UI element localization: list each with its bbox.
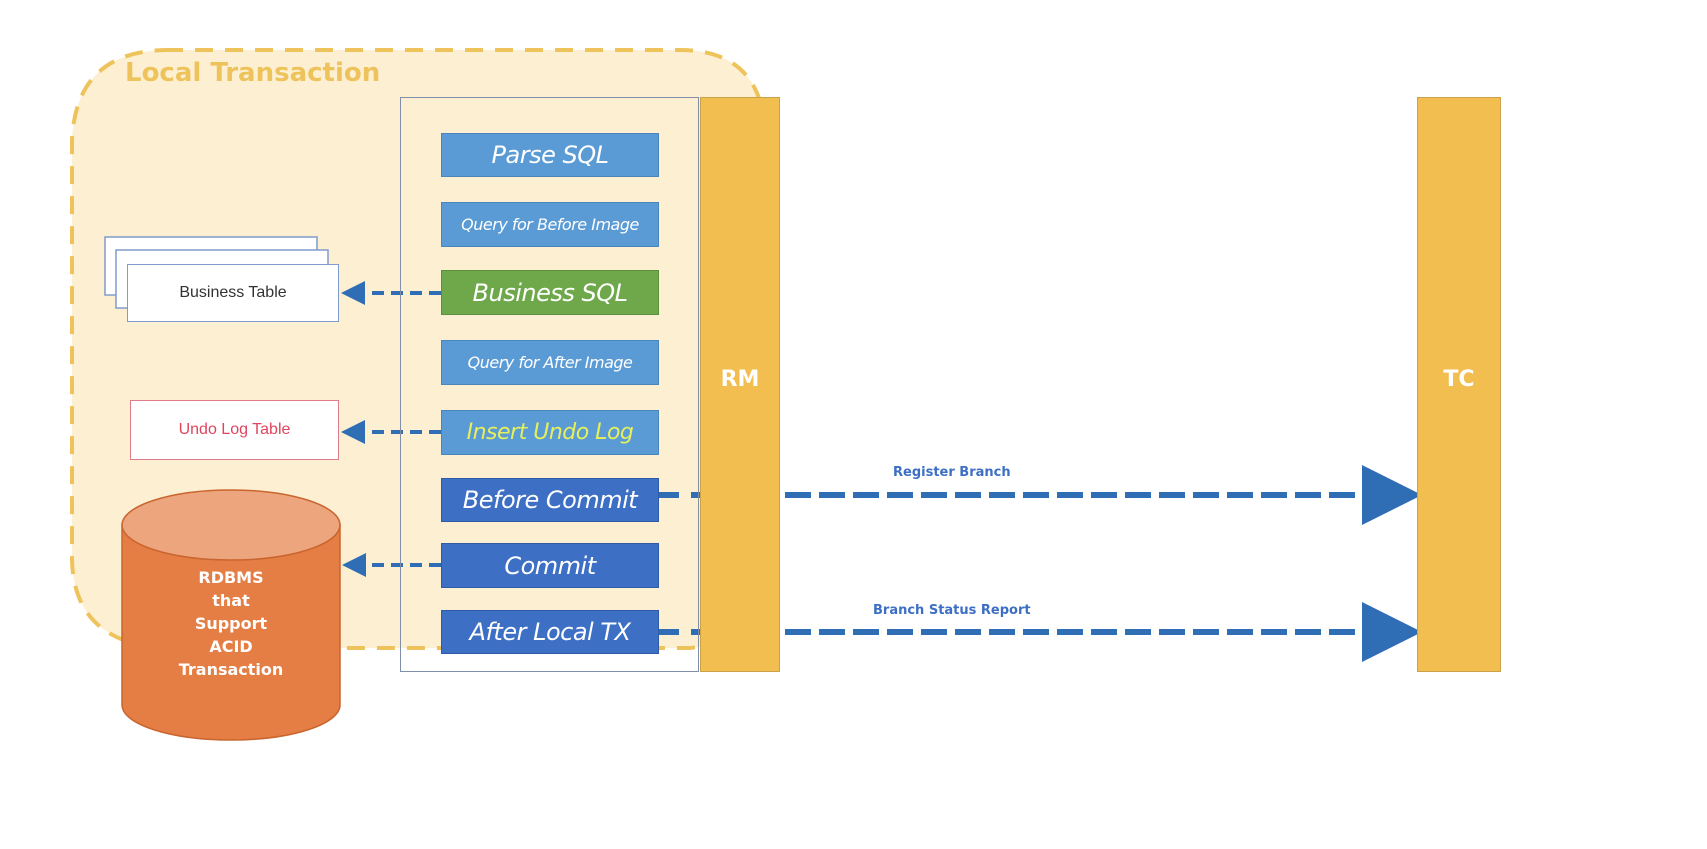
step-business-sql: Business SQL — [441, 270, 659, 315]
step-query-after-image: Query for After Image — [441, 340, 659, 385]
step-commit: Commit — [441, 543, 659, 588]
rm-label: RM — [720, 367, 760, 392]
database-label: RDBMS that Support ACID Transaction — [178, 568, 284, 679]
step-parse-sql: Parse SQL — [441, 133, 659, 177]
step-before-commit: Before Commit — [441, 478, 659, 522]
tc-label: TC — [1443, 367, 1475, 392]
branch-status-report-label: Branch Status Report — [873, 603, 1031, 618]
step-query-before-image: Query for Before Image — [441, 202, 659, 247]
business-table: Business Table — [127, 264, 339, 322]
undo-log-table: Undo Log Table — [130, 400, 339, 460]
rm-column: RM — [700, 97, 780, 672]
rm-process-box — [400, 97, 699, 672]
step-after-local-tx: After Local TX — [441, 610, 659, 654]
step-insert-undo-log: Insert Undo Log — [441, 410, 659, 455]
local-transaction-title: Local Transaction — [125, 58, 381, 88]
database-cylinder — [121, 489, 341, 741]
tc-column: TC — [1417, 97, 1501, 672]
register-branch-label: Register Branch — [893, 465, 1011, 480]
